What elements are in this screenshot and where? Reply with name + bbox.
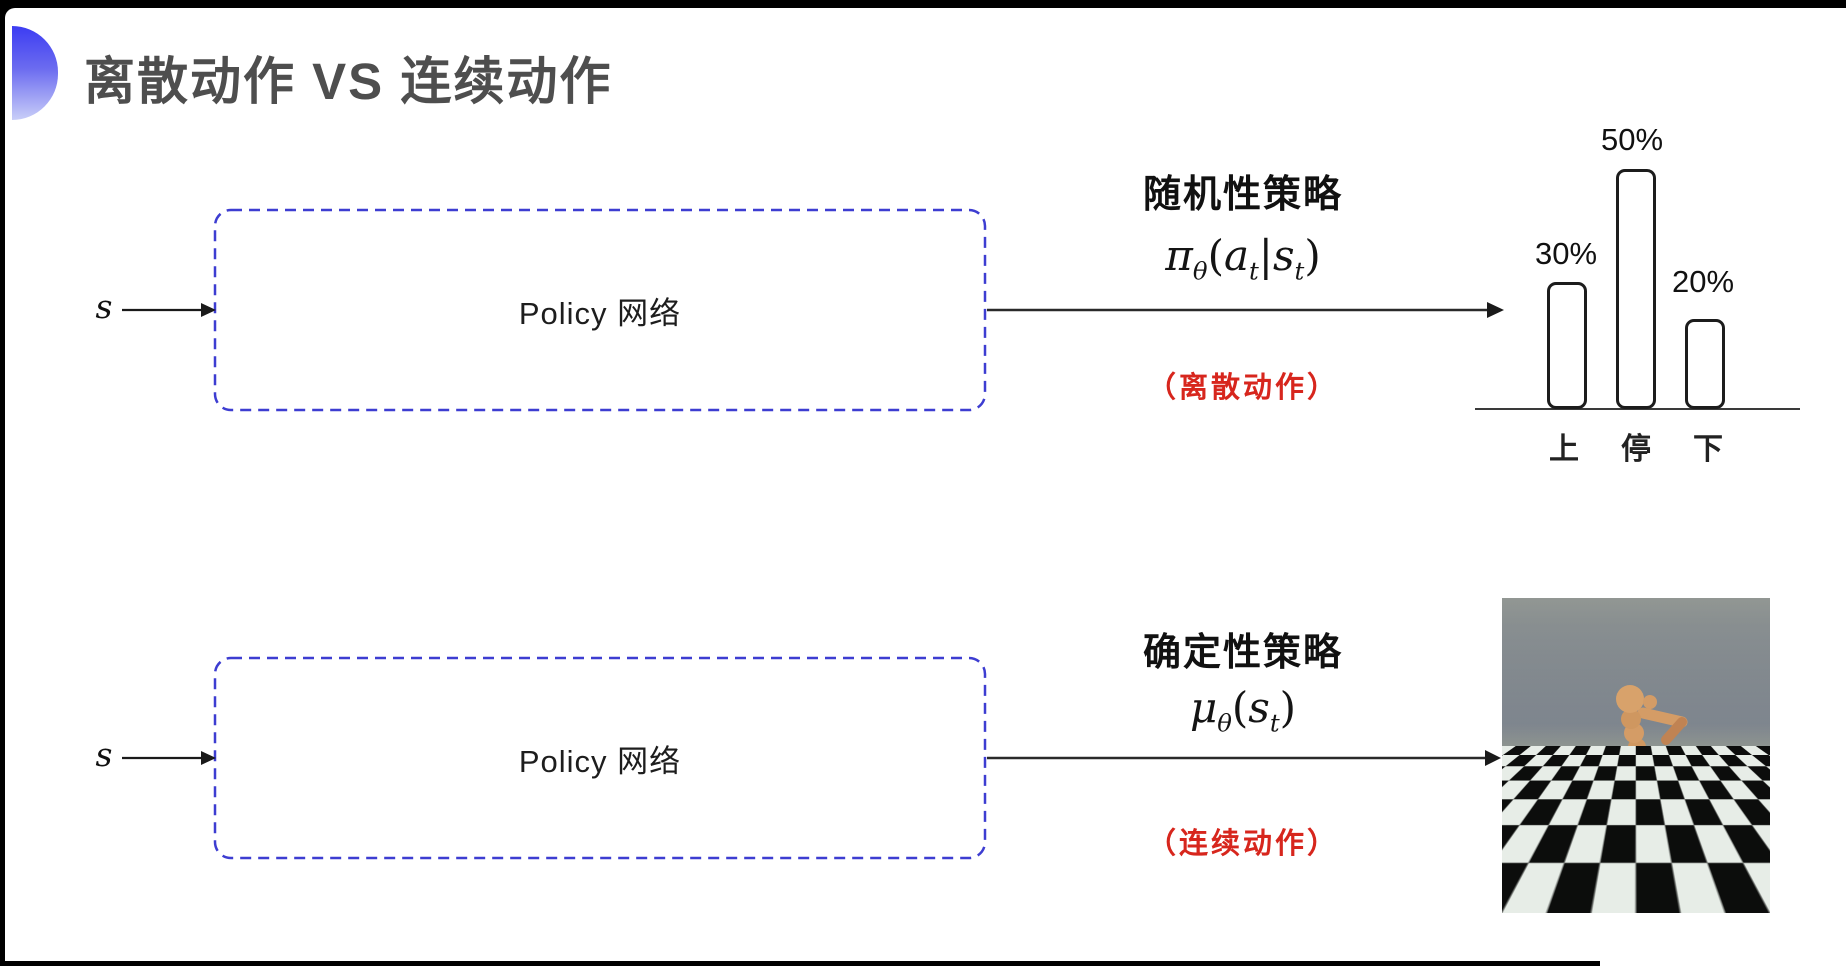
formula-state: s	[1248, 683, 1270, 732]
floor-reflection-small	[1632, 862, 1682, 878]
formula-pi: π	[1165, 231, 1193, 280]
stochastic-policy-formula: πθ(at|st)	[1058, 231, 1428, 285]
stochastic-policy-title: 随机性策略	[1058, 163, 1428, 218]
policy-network-label-top: Policy 网络	[215, 210, 985, 410]
formula-close-paren: )	[1280, 683, 1296, 732]
policy-network-label-bottom: Policy 网络	[215, 658, 985, 858]
continuous-action-note: （连续动作）	[1058, 820, 1428, 862]
formula-pipe: |	[1259, 231, 1273, 280]
state-input-label-bottom: s	[84, 735, 124, 774]
formula-close-paren: )	[1304, 231, 1320, 280]
deterministic-policy-formula: μθ(st)	[1058, 683, 1428, 737]
state-input-label-top: s	[84, 287, 124, 326]
formula-open-paren: (	[1232, 683, 1248, 732]
formula-action: a	[1224, 231, 1249, 280]
output-arrowhead-icon-top	[1487, 302, 1504, 318]
floor-reflection	[1572, 878, 1682, 902]
robot-head	[1616, 685, 1644, 713]
output-arrowhead-icon-bottom	[1485, 750, 1501, 766]
formula-t-sub: t	[1249, 256, 1259, 285]
formula-t-sub: t	[1270, 708, 1280, 737]
humanoid-simulation-image	[1502, 598, 1770, 913]
formula-mu: μ	[1190, 683, 1217, 732]
discrete-action-note: （离散动作）	[1058, 364, 1428, 406]
robot-hand	[1643, 695, 1657, 709]
formula-theta-sub: θ	[1193, 256, 1208, 285]
formula-open-paren: (	[1208, 231, 1224, 280]
deterministic-policy-title: 确定性策略	[1058, 621, 1428, 676]
formula-theta-sub: θ	[1217, 708, 1232, 737]
humanoid-robot-figure	[1502, 598, 1770, 913]
formula-t-sub2: t	[1295, 256, 1305, 285]
formula-state: s	[1273, 231, 1295, 280]
